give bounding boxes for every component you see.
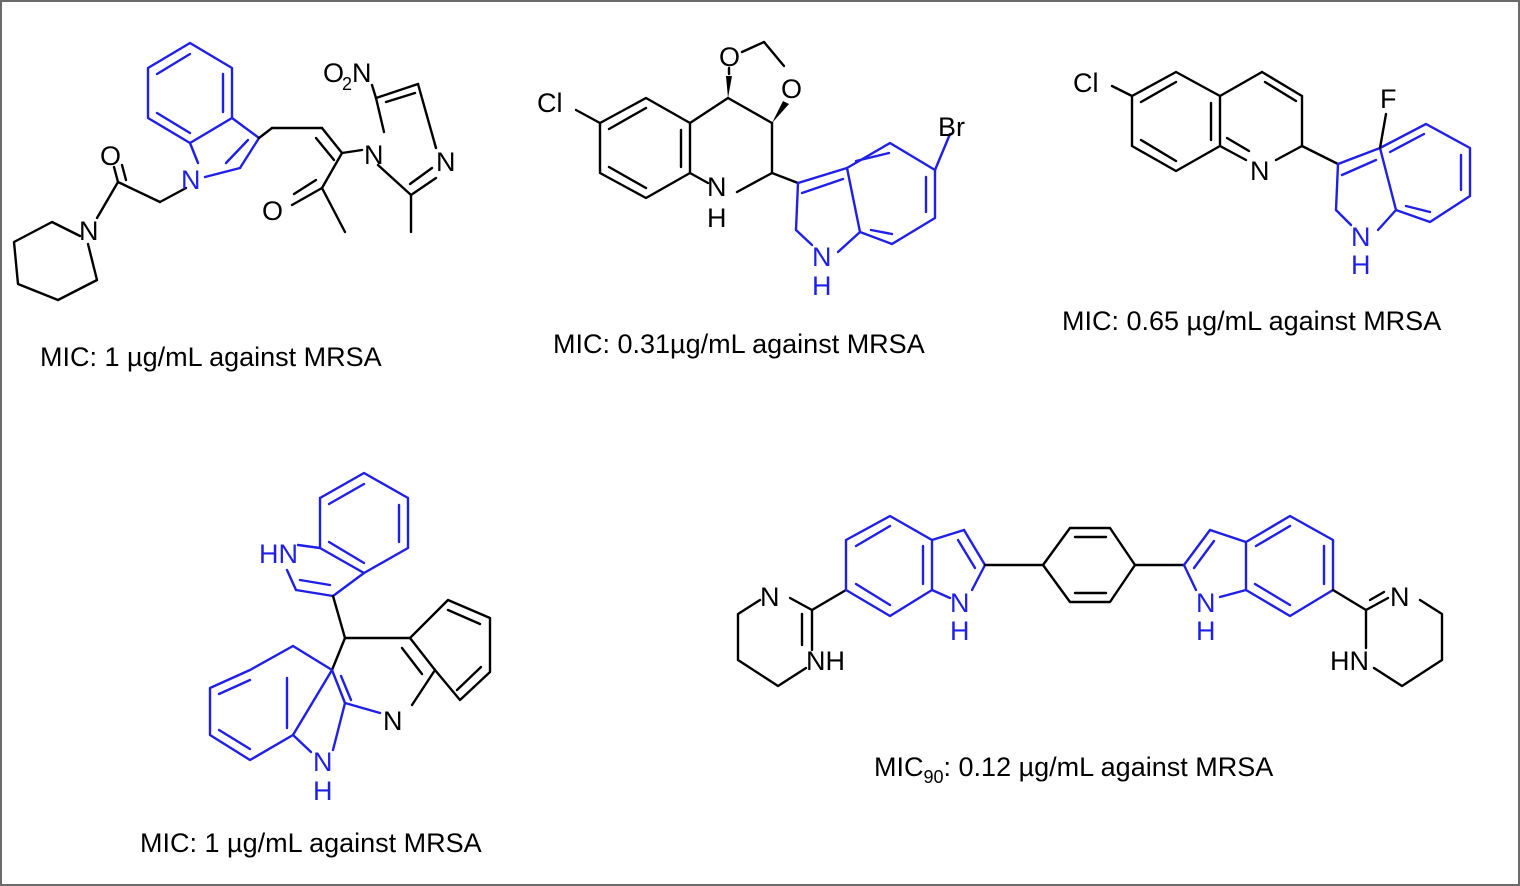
m5-h-right-indole-label: H (1196, 616, 1216, 646)
molecule-2-atoms: Cl Br O O N H N H (537, 42, 965, 301)
molecule-5-atoms: N NH N H N H N HN (760, 582, 1410, 676)
molecule-3 (1110, 70, 1472, 232)
m2-n-indole-label: N (812, 242, 832, 272)
m5-n-left-ring-label: N (760, 582, 780, 612)
m5-n-left-indole-label: N (950, 588, 970, 618)
caption-molecule-3: MIC: 0.65 µg/mL against MRSA (1062, 306, 1441, 336)
molecule-1 (12, 41, 438, 302)
m5-hn-right-ring-label: HN (1330, 646, 1369, 676)
m2-n-quinoline-label: N (707, 172, 727, 202)
m4-h-bottom-label: H (313, 776, 333, 806)
molecule-5 (736, 514, 1444, 688)
molecule-4-atoms: HN N N H (259, 539, 403, 806)
m4-n-acridine-label: N (383, 706, 403, 736)
caption-5-subscript: 90 (924, 767, 944, 787)
m2-o-right-label: O (781, 74, 802, 104)
m1-n-piperidine-label: N (79, 216, 99, 246)
m2-cl-label: Cl (537, 88, 563, 118)
m5-n-right-indole-label: N (1196, 588, 1216, 618)
caption-molecule-1: MIC: 1 µg/mL against MRSA (40, 342, 382, 372)
m2-h-indole-label: H (812, 271, 832, 301)
molecule-3-atoms: Cl F N N H (1073, 68, 1397, 280)
m1-n-nitro-label: N (352, 58, 372, 88)
m2-o-top-label: O (719, 42, 740, 72)
caption-molecule-5: MIC90: 0.12 µg/mL against MRSA (874, 752, 1273, 787)
molecule-1-atoms: O 2 N N N N O N O (79, 58, 456, 246)
m3-f-label: F (1380, 84, 1397, 114)
m3-h-indole-label: H (1351, 250, 1371, 280)
m2-br-label: Br (938, 112, 965, 142)
m1-o-subscript: 2 (342, 74, 352, 94)
caption-molecule-2: MIC: 0.31µg/mL against MRSA (553, 329, 925, 359)
m5-nh-left-ring-label: NH (806, 646, 845, 676)
m4-n-bottom-label: N (313, 747, 333, 777)
m3-n-indole-label: N (1351, 222, 1371, 252)
m4-hn-indole-label: HN (259, 539, 298, 569)
m1-o-amide-label: O (100, 141, 121, 171)
m1-o-label: O (323, 58, 344, 88)
m2-h-quinoline-label: H (707, 203, 727, 233)
m5-n-right-ring-label: N (1390, 582, 1410, 612)
m1-n-imidazole-ring-label: N (436, 147, 456, 177)
m1-n-indole-label: N (181, 165, 201, 195)
molecule-2 (574, 40, 952, 254)
caption-molecule-4: MIC: 1 µg/mL against MRSA (140, 828, 482, 858)
m1-o-ketone-label: O (262, 196, 283, 226)
molecule-4 (208, 471, 492, 762)
m1-n-imidazole-label: N (364, 140, 384, 170)
caption-5-prefix: MIC (874, 752, 924, 782)
m5-h-left-indole-label: H (950, 616, 970, 646)
caption-5-suffix: : 0.12 µg/mL against MRSA (944, 752, 1274, 782)
m3-n-quinoline-label: N (1250, 156, 1270, 186)
m3-cl-label: Cl (1073, 68, 1099, 98)
